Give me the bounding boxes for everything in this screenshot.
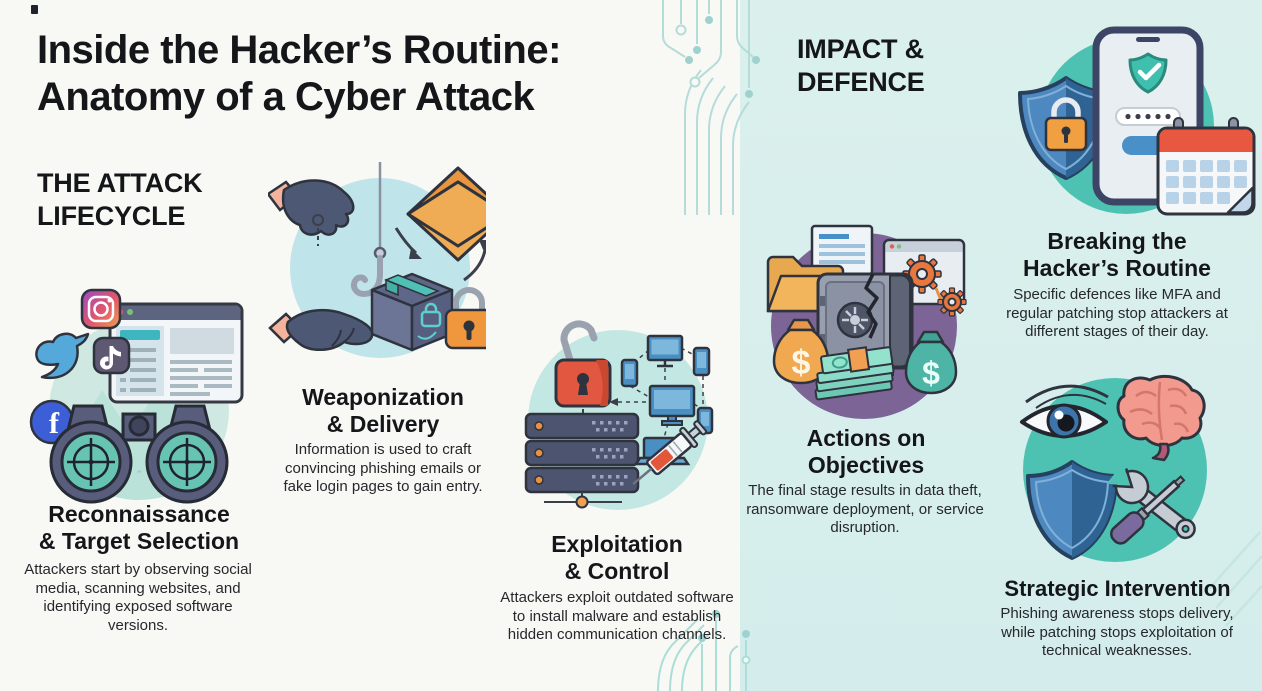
defence-strategic-body: Phishing awareness stops delivery, while… <box>1000 605 1234 660</box>
phishing-hook-icon <box>351 246 387 298</box>
stage-exploit-heading-line1: Exploitation <box>551 531 683 557</box>
cash-stack-icon <box>814 346 895 401</box>
lock-glyph-icon <box>417 302 442 340</box>
reconnaissance-illustration: f <box>29 288 244 504</box>
stage-recon-heading-line2: & Target Selection <box>38 528 240 555</box>
page-title: Inside the Hacker’s Routine: Anatomy of … <box>37 27 687 121</box>
page-title-line2: Anatomy of a Cyber Attack <box>37 74 535 119</box>
stage-exploit-body: Attackers exploit outdated software to i… <box>500 589 734 644</box>
binoculars-icon <box>49 404 229 504</box>
dollar-glyph: $ <box>922 355 940 391</box>
cracked-vault-icon <box>816 272 914 376</box>
browser-window-icon <box>108 302 244 404</box>
circuit-pattern-top <box>662 0 760 215</box>
stage-recon-heading: Reconnaissance & Target Selection <box>8 501 270 555</box>
calendar-icon <box>1156 117 1256 216</box>
facebook-f-glyph: f <box>49 407 60 440</box>
stage-objectives-heading-line1: Actions on <box>806 425 926 451</box>
eye-icon <box>1020 384 1109 439</box>
breaking-routine-illustration <box>1018 26 1256 216</box>
defence-breaking-heading-line2: Hacker’s Routine <box>1023 255 1211 282</box>
stage-objectives-body: The final stage results in data theft, r… <box>746 482 984 537</box>
diagonal-accent-lines <box>1207 531 1262 627</box>
defence-strategic-heading-line1: Strategic Intervention <box>1004 576 1231 601</box>
weaponization-illustration <box>268 162 486 358</box>
stage-recon-body: Attackers start by observing social medi… <box>24 561 252 634</box>
dollar-glyph: $ <box>792 344 811 382</box>
open-padlock-icon <box>554 320 612 408</box>
stage-recon-heading-line1: Reconnaissance <box>48 501 230 527</box>
tiktok-icon <box>92 336 131 375</box>
stage-objectives-heading: Actions on Objectives <box>750 425 982 479</box>
wrench-screwdriver-icon <box>1106 463 1196 545</box>
brain-icon <box>1116 374 1206 462</box>
stage-weapon-body: Information is used to craft convincing … <box>283 441 483 496</box>
objectives-illustration: $ $ <box>766 224 967 419</box>
shield-icon <box>1026 460 1118 560</box>
exploitation-illustration <box>524 320 714 510</box>
lifecycle-header-line2: LIFECYCLE <box>37 200 186 231</box>
money-bag-icon: $ <box>772 318 830 385</box>
strategic-intervention-illustration <box>1020 374 1207 562</box>
lifecycle-header-line1: THE ATTACK <box>37 168 203 198</box>
corner-mark <box>31 5 38 14</box>
instagram-icon <box>80 288 122 330</box>
circuit-pattern-bottom <box>657 610 751 691</box>
money-bag-teal-icon: $ <box>904 330 958 395</box>
malware-package-icon <box>370 272 454 352</box>
defence-breaking-heading-line1: Breaking the <box>1047 228 1187 254</box>
stage-weapon-heading-line1: Weaponization <box>302 384 464 410</box>
gloved-hand-holding-icon <box>268 308 374 351</box>
defence-breaking-heading: Breaking the Hacker’s Routine <box>1003 228 1231 282</box>
defence-strategic-heading: Strategic Intervention <box>1000 576 1235 602</box>
gloved-hand-icon <box>268 179 355 236</box>
stage-objectives-heading-line2: Objectives <box>807 452 925 479</box>
gear-small-icon <box>937 287 967 317</box>
padlock-icon <box>444 287 486 350</box>
impact-header-line1: IMPACT & <box>797 34 924 64</box>
stage-exploit-heading: Exploitation & Control <box>502 531 732 585</box>
defence-breaking-body: Specific defences like MFA and regular p… <box>1006 286 1228 341</box>
syringe-icon <box>632 420 708 486</box>
page-title-line1: Inside the Hacker’s Routine: <box>37 28 561 72</box>
password-dots <box>1125 113 1171 120</box>
network-devices-icon <box>609 334 714 466</box>
lifecycle-section-header: THE ATTACK LIFECYCLE <box>37 167 277 233</box>
stage-exploit-heading-line2: & Control <box>564 558 670 585</box>
envelope-icon <box>406 166 486 262</box>
server-stack-icon <box>524 412 640 509</box>
check-shield-icon <box>1128 52 1168 94</box>
impact-header-line2: DEFENCE <box>797 66 925 97</box>
stage-weapon-heading-line2: & Delivery <box>326 411 440 438</box>
impact-section-header: IMPACT & DEFENCE <box>797 33 1017 99</box>
stage-weapon-heading: Weaponization & Delivery <box>266 384 500 438</box>
twitter-bird-icon <box>35 332 90 380</box>
shield-lock-icon <box>1018 76 1114 180</box>
